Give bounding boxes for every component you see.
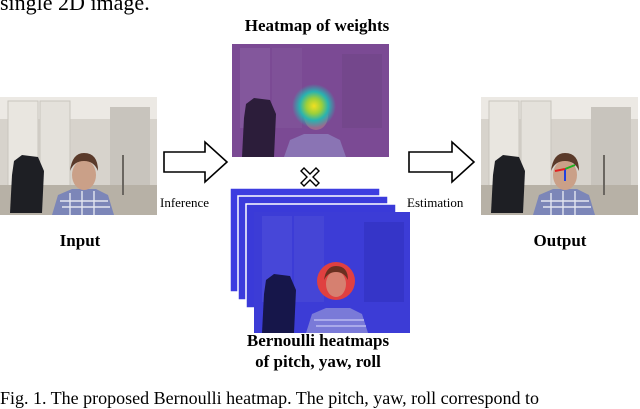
bernoulli-label-line1: Bernoulli heatmaps	[246, 331, 390, 350]
output-image	[481, 97, 638, 215]
top-cut-text: single 2D image.	[0, 0, 150, 15]
bernoulli-label-line2: of pitch, yaw, roll	[255, 352, 381, 371]
figure-caption: Fig. 1. The proposed Bernoulli heatmap. …	[0, 388, 540, 408]
heatmap-title: Heatmap of weights	[244, 16, 390, 35]
input-image	[0, 97, 157, 215]
output-label: Output	[533, 231, 587, 250]
bernoulli-heatmaps-stack	[230, 188, 410, 333]
inference-label: Inference	[160, 195, 210, 210]
estimation-arrow	[408, 140, 476, 184]
weights-heatmap-image	[232, 44, 389, 157]
inference-arrow	[163, 140, 229, 184]
multiply-icon	[298, 165, 322, 189]
input-label: Input	[59, 231, 101, 250]
estimation-label: Estimation	[407, 195, 464, 210]
